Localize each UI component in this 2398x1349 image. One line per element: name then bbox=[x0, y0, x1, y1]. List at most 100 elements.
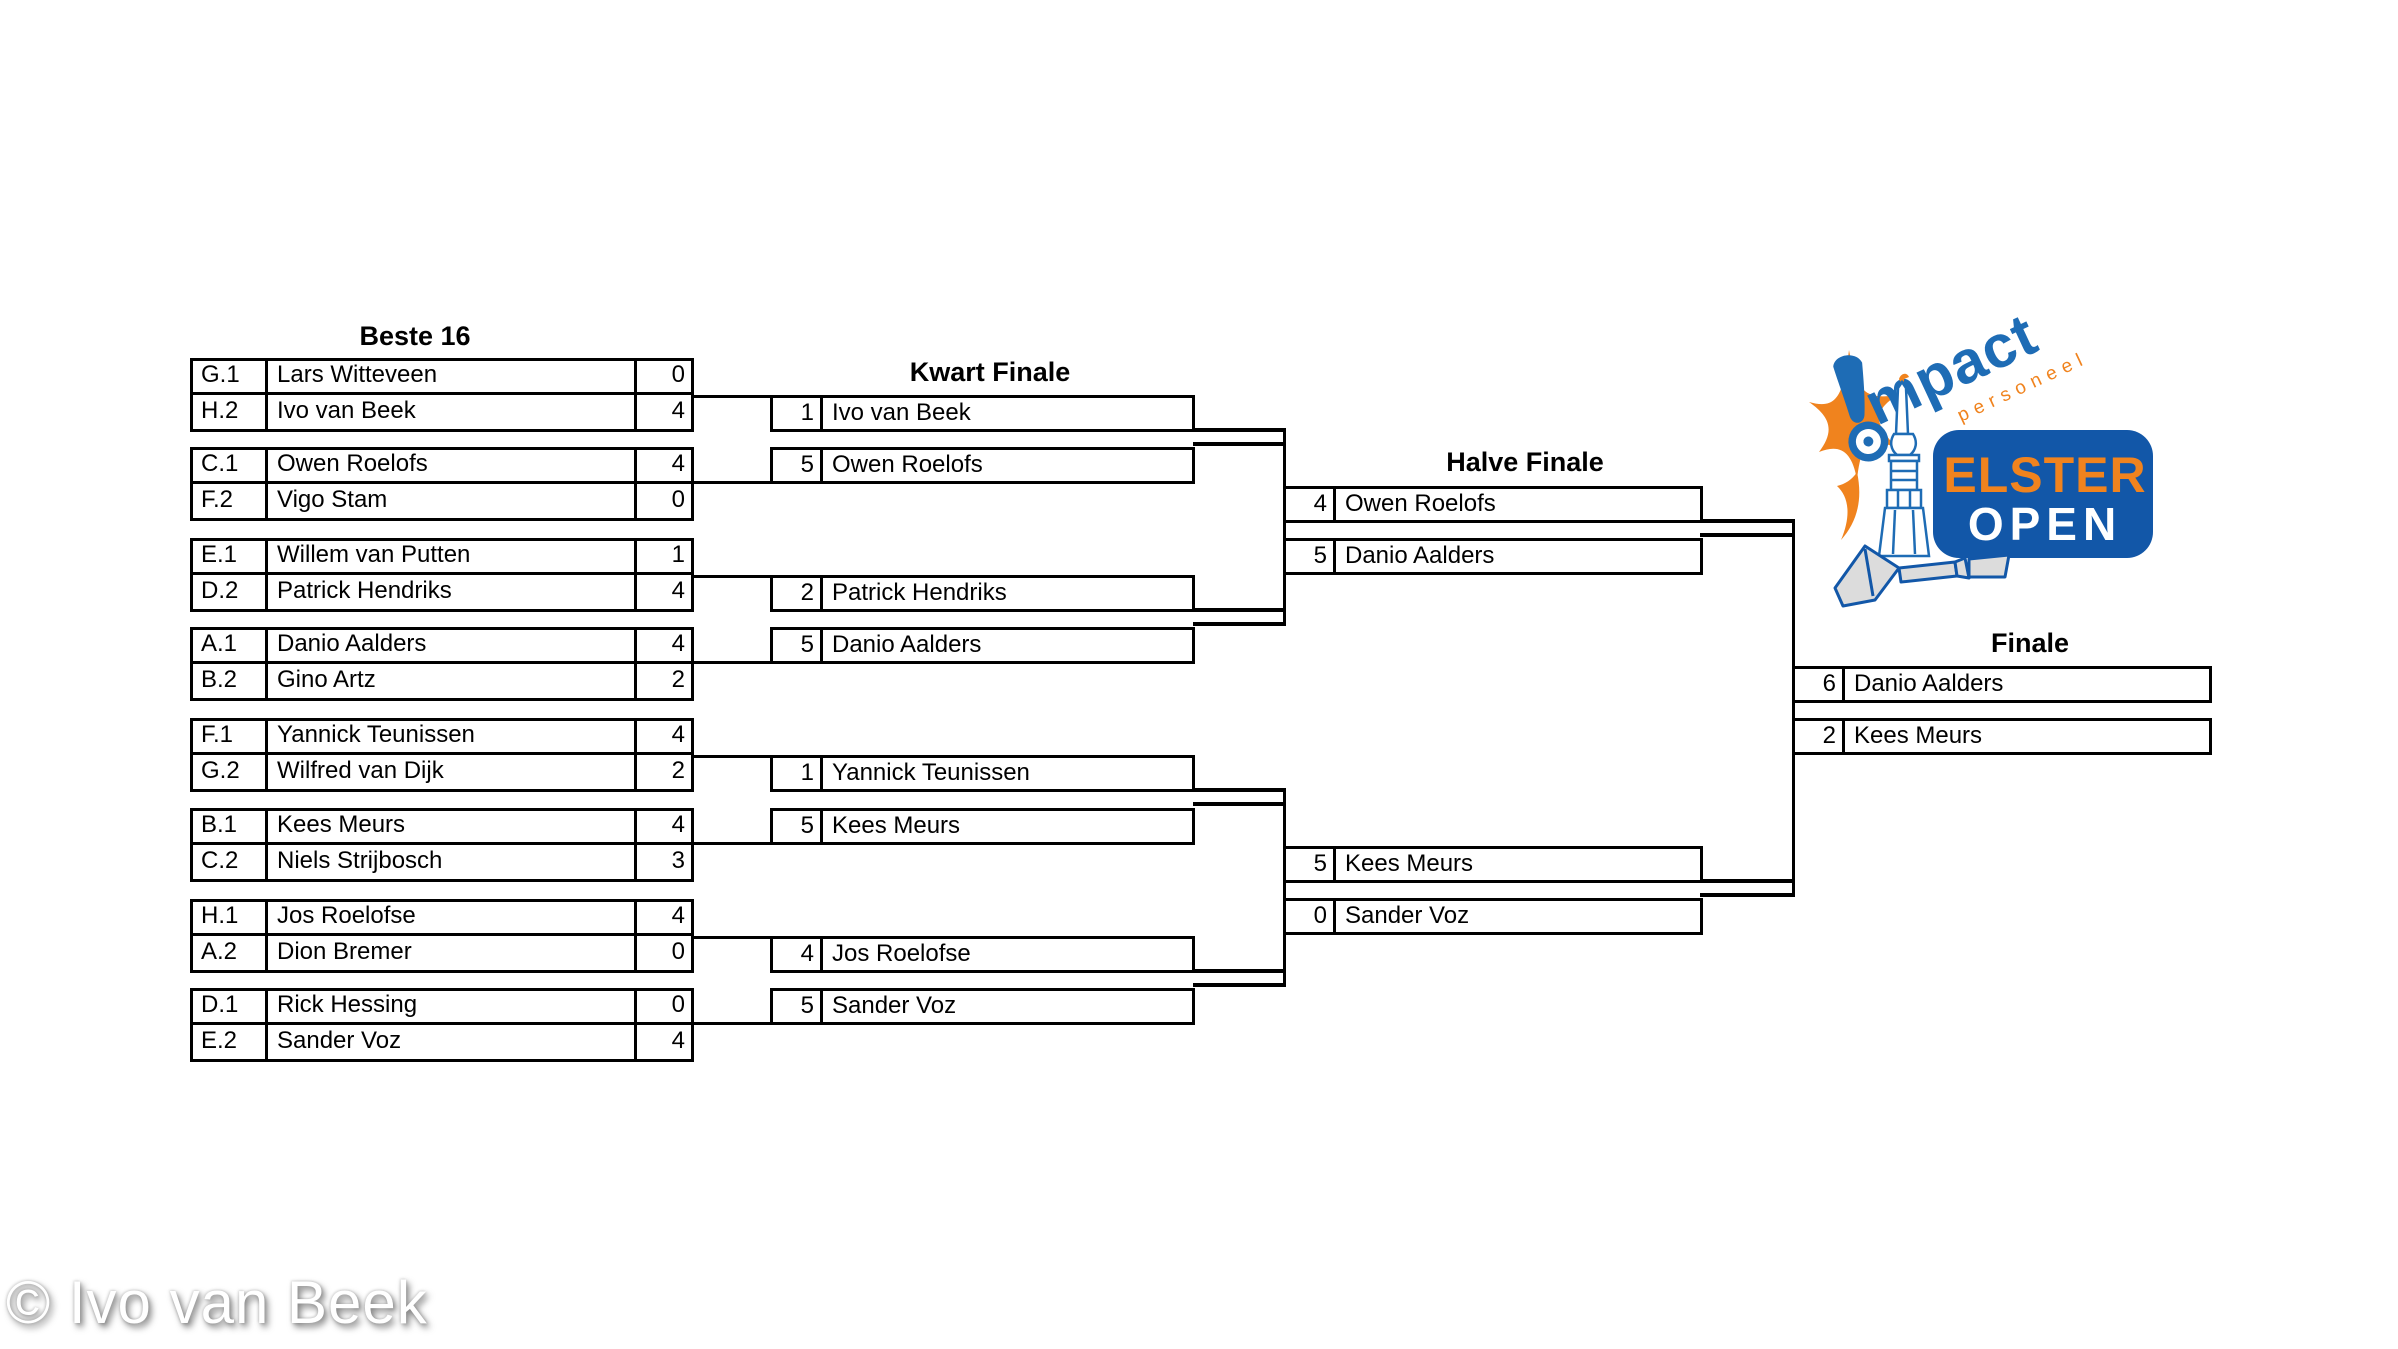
score-cell: 4 bbox=[671, 450, 685, 477]
score-cell: 4 bbox=[671, 902, 685, 929]
seed-cell: F.2 bbox=[193, 484, 268, 518]
match-slot-kwart: 2 Patrick Hendriks bbox=[770, 575, 1195, 612]
elster-open-logo: mpact personeel ELSTER OPEN bbox=[1809, 300, 2153, 608]
score-cell: 5 bbox=[1286, 541, 1336, 572]
player-name: Gino Artz bbox=[268, 664, 637, 698]
connector-line bbox=[1283, 788, 1286, 987]
match-slot-finale: 2 Kees Meurs bbox=[1792, 718, 2212, 755]
score-cell: 2 bbox=[773, 578, 823, 609]
player-name: Sander Voz bbox=[268, 1025, 637, 1059]
score-cell: 4 bbox=[1286, 489, 1336, 520]
player-name: Rick Hessing bbox=[268, 991, 637, 1022]
match-beste16-4: A.1 Danio Aalders 4 B.2 Gino Artz 2 bbox=[190, 627, 694, 701]
match-slot: B.2 Gino Artz 2 bbox=[193, 664, 691, 698]
connector-line bbox=[1283, 428, 1286, 626]
connector-line bbox=[694, 1022, 773, 1025]
seed-cell: A.1 bbox=[193, 630, 268, 661]
church-tower-icon bbox=[1877, 373, 1931, 558]
match-slot-kwart: 1 Yannick Teunissen bbox=[770, 755, 1195, 792]
seed-cell: H.2 bbox=[193, 395, 268, 429]
player-name: Wilfred van Dijk bbox=[268, 755, 637, 789]
seed-cell: C.2 bbox=[193, 845, 268, 879]
round-header-finale: Finale bbox=[1990, 628, 2070, 658]
round-header-kwart-finale: Kwart Finale bbox=[909, 357, 1071, 387]
connector-band bbox=[1193, 428, 1286, 446]
match-slot: B.1 Kees Meurs 4 bbox=[193, 811, 691, 845]
score-cell: 4 bbox=[773, 939, 823, 970]
score-cell: 2 bbox=[671, 757, 685, 784]
match-slot: C.1 Owen Roelofs 4 bbox=[193, 450, 691, 484]
seed-cell: B.2 bbox=[193, 664, 268, 698]
match-slot-halve: 0 Sander Voz bbox=[1283, 898, 1703, 935]
player-name: Kees Meurs bbox=[1854, 722, 1983, 749]
player-name: Vigo Stam bbox=[268, 484, 637, 518]
connector-line bbox=[694, 661, 773, 664]
match-beste16-3: E.1 Willem van Putten 1 D.2 Patrick Hend… bbox=[190, 538, 694, 612]
match-slot-kwart: 5 Danio Aalders bbox=[770, 627, 1195, 664]
score-cell: 5 bbox=[773, 991, 823, 1022]
score-cell: 0 bbox=[671, 486, 685, 513]
player-name: Owen Roelofs bbox=[268, 450, 637, 481]
banner-open-text: OPEN bbox=[1968, 498, 2122, 550]
player-name: Ivo van Beek bbox=[268, 395, 637, 429]
player-name: Willem van Putten bbox=[268, 541, 637, 572]
player-name: Jos Roelofse bbox=[832, 940, 971, 967]
match-beste16-1: G.1 Lars Witteveen 0 H.2 Ivo van Beek 4 bbox=[190, 358, 694, 432]
score-cell: 1 bbox=[671, 541, 685, 568]
match-slot: D.2 Patrick Hendriks 4 bbox=[193, 575, 691, 609]
score-cell: 1 bbox=[773, 758, 823, 789]
match-slot: G.1 Lars Witteveen 0 bbox=[193, 361, 691, 395]
player-name: Lars Witteveen bbox=[268, 361, 637, 392]
score-cell: 2 bbox=[1795, 721, 1845, 752]
score-cell: 5 bbox=[773, 630, 823, 661]
player-name: Dion Bremer bbox=[268, 936, 637, 970]
player-name: Patrick Hendriks bbox=[268, 575, 637, 609]
score-cell: 2 bbox=[671, 666, 685, 693]
seed-cell: A.2 bbox=[193, 936, 268, 970]
player-name: Ivo van Beek bbox=[832, 399, 971, 426]
match-slot: H.1 Jos Roelofse 4 bbox=[193, 902, 691, 936]
match-slot-kwart: 1 Ivo van Beek bbox=[770, 395, 1195, 432]
match-slot: F.2 Vigo Stam 0 bbox=[193, 484, 691, 518]
seed-cell: G.2 bbox=[193, 755, 268, 789]
connector-line bbox=[694, 395, 773, 398]
score-cell: 4 bbox=[671, 721, 685, 748]
score-cell: 6 bbox=[1795, 669, 1845, 700]
connector-band bbox=[1193, 608, 1286, 626]
banner-elster-text: ELSTER bbox=[1943, 447, 2146, 503]
player-name: Owen Roelofs bbox=[1345, 490, 1496, 517]
connector-line bbox=[694, 481, 773, 484]
player-name: Sander Voz bbox=[1345, 902, 1470, 929]
seed-cell: H.1 bbox=[193, 902, 268, 933]
player-name: Jos Roelofse bbox=[268, 902, 637, 933]
match-slot-kwart: 5 Sander Voz bbox=[770, 988, 1195, 1025]
score-cell: 4 bbox=[671, 1027, 685, 1054]
player-name: Sander Voz bbox=[832, 992, 957, 1019]
player-name: Kees Meurs bbox=[832, 812, 961, 839]
match-slot-halve: 5 Danio Aalders bbox=[1283, 538, 1703, 575]
seed-cell: F.1 bbox=[193, 721, 268, 752]
score-cell: 0 bbox=[671, 938, 685, 965]
impact-wordmark: mpact bbox=[1854, 300, 2047, 438]
match-slot-halve: 5 Kees Meurs bbox=[1283, 846, 1703, 883]
score-cell: 5 bbox=[773, 811, 823, 842]
match-slot: E.1 Willem van Putten 1 bbox=[193, 541, 691, 575]
score-cell: 5 bbox=[773, 450, 823, 481]
connector-line bbox=[694, 575, 773, 578]
match-slot: H.2 Ivo van Beek 4 bbox=[193, 395, 691, 429]
match-slot: A.2 Dion Bremer 0 bbox=[193, 936, 691, 970]
score-cell: 3 bbox=[671, 847, 685, 874]
connector-band bbox=[1700, 879, 1795, 897]
score-cell: 4 bbox=[671, 811, 685, 838]
match-slot: G.2 Wilfred van Dijk 2 bbox=[193, 755, 691, 789]
player-name: Kees Meurs bbox=[268, 811, 637, 842]
match-slot: F.1 Yannick Teunissen 4 bbox=[193, 721, 691, 755]
score-cell: 0 bbox=[671, 991, 685, 1018]
seed-cell: C.1 bbox=[193, 450, 268, 481]
match-beste16-2: C.1 Owen Roelofs 4 F.2 Vigo Stam 0 bbox=[190, 447, 694, 521]
match-beste16-8: D.1 Rick Hessing 0 E.2 Sander Voz 4 bbox=[190, 988, 694, 1062]
match-slot-kwart: 5 Owen Roelofs bbox=[770, 447, 1195, 484]
match-slot-finale: 6 Danio Aalders bbox=[1792, 666, 2212, 703]
player-name: Yannick Teunissen bbox=[268, 721, 637, 752]
